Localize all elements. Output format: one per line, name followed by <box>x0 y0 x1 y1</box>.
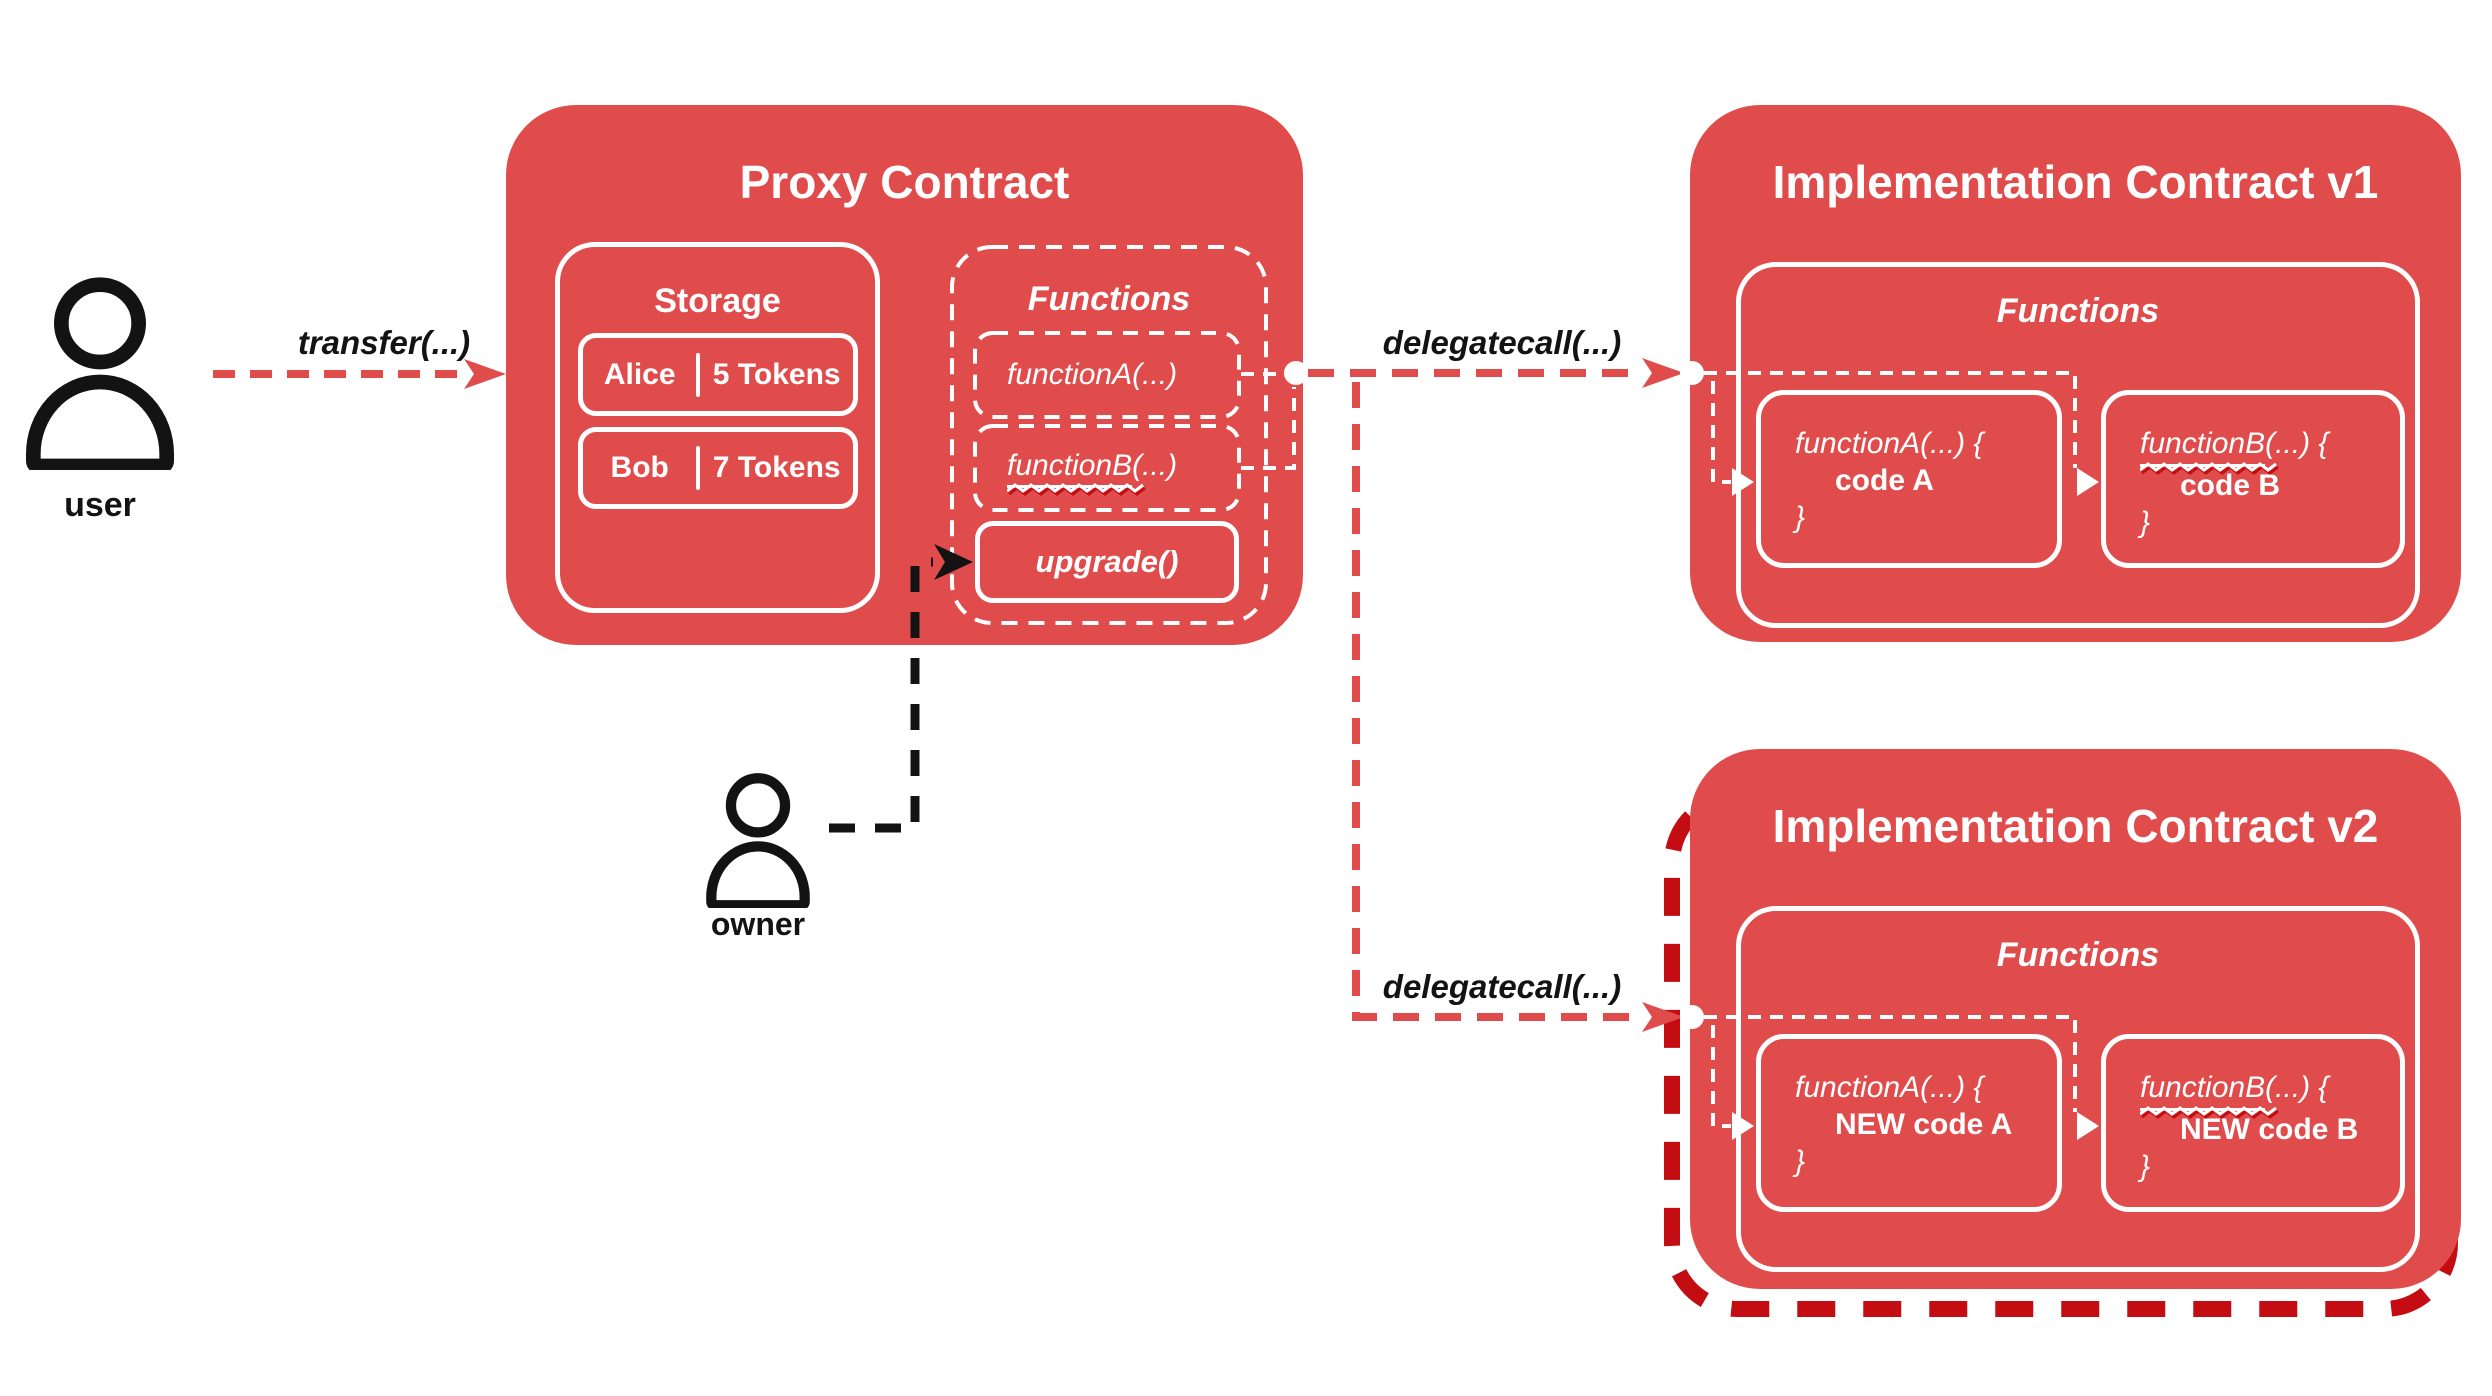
functionB-args: (...) { <box>2265 427 2329 460</box>
storage-row-alice: Alice 5 Tokens <box>578 333 858 416</box>
impl-v2-functions-title: Functions <box>1996 936 2160 974</box>
impl-v2-functionB-box: functionB(...) { NEW code B } <box>2101 1034 2405 1212</box>
proxy-functionA-item: functionA(...) <box>975 333 1239 417</box>
functionA-body: code A <box>1835 464 1934 497</box>
delegatecall-v1-arrow <box>1308 358 1684 388</box>
impl-v1-functionB-box: functionB(...) { code B } <box>2101 390 2405 568</box>
storage-row-bob: Bob 7 Tokens <box>578 427 858 509</box>
impl-v2-title: Implementation Contract v2 <box>1772 800 2379 852</box>
owner-label: owner <box>710 906 806 942</box>
proxy-functionB-item: functionB(...) <box>975 426 1239 510</box>
delegatecall-v2-arrow <box>1352 382 1684 1032</box>
closing-brace: } <box>1795 1145 1806 1178</box>
transfer-arrow <box>213 359 506 389</box>
functionA-name: functionA <box>1007 358 1133 391</box>
functionA-args: (...) { <box>1920 427 1984 460</box>
functionA-body: NEW code A <box>1835 1108 2013 1141</box>
delegatecall-v1-label: delegatecall(...) <box>1382 324 1622 361</box>
functionA-args: (...) <box>1132 358 1178 391</box>
squiggly-underline-icon <box>2140 1106 2279 1119</box>
closing-brace: } <box>2140 1150 2151 1183</box>
storage-row-name: Bob <box>610 451 669 484</box>
upgrade-label: upgrade() <box>1035 544 1179 579</box>
closing-brace: } <box>1795 501 1806 534</box>
user-icon <box>26 277 174 470</box>
functionB-name: functionB <box>2140 425 2279 475</box>
impl-v1-functions-title: Functions <box>1996 292 2160 330</box>
impl-v2-functionA-box: functionA(...) { NEW code A } <box>1756 1034 2062 1212</box>
squiggly-underline-icon <box>1007 482 1146 496</box>
proxy-title: Proxy Contract <box>739 156 1070 208</box>
closing-brace: } <box>2140 506 2151 539</box>
functionB-args: (...) { <box>2265 1071 2329 1104</box>
functionA-name: functionA <box>1795 1071 1921 1104</box>
owner-icon <box>706 773 810 908</box>
functionA-args: (...) { <box>1920 1071 1984 1104</box>
implementation-v2-box: Implementation Contract v2 Functions fun… <box>1690 749 2461 1289</box>
squiggly-underline-icon <box>2140 462 2279 475</box>
implementation-v1-box: Implementation Contract v1 Functions fun… <box>1690 105 2461 642</box>
divider <box>696 352 701 397</box>
user-label: user <box>64 486 136 524</box>
functionB-args: (...) <box>1132 448 1178 482</box>
functionB-body: code B <box>2180 469 2281 502</box>
impl-v1-functionA-box: functionA(...) { code A } <box>1756 390 2062 568</box>
storage-row-amount: 7 Tokens <box>712 451 841 484</box>
proxy-functions-title: Functions <box>1027 280 1191 318</box>
storage-row-amount: 5 Tokens <box>712 357 841 391</box>
functionB-name: functionB <box>2140 1069 2279 1119</box>
functionA-name: functionA <box>1795 427 1921 460</box>
divider <box>696 446 701 490</box>
functionB-name: functionB <box>1007 449 1146 496</box>
transfer-call-label: transfer(...) <box>297 324 471 361</box>
delegatecall-v2-label: delegatecall(...) <box>1382 968 1622 1005</box>
storage-row-name: Alice <box>603 357 676 391</box>
storage-title: Storage <box>654 282 781 320</box>
storage-box <box>555 242 880 613</box>
upgrade-function-box: upgrade() <box>975 521 1239 603</box>
impl-v1-title: Implementation Contract v1 <box>1772 156 2379 208</box>
proxy-contract-box: Proxy Contract Storage Alice 5 Tokens Bo… <box>506 105 1303 645</box>
